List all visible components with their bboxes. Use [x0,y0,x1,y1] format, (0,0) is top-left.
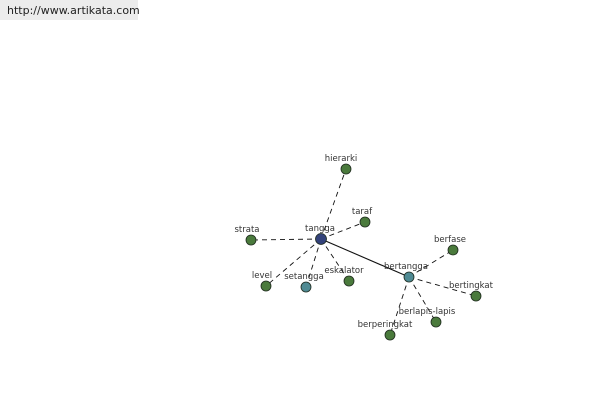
node-hierarki[interactable]: hierarki [325,154,357,175]
node-bertingkat[interactable]: bertingkat [449,281,494,302]
edges-layer [250,168,477,336]
node-circle-hierarki[interactable] [340,163,352,175]
node-berperingkat[interactable]: berperingkat [358,320,413,341]
node-berfase[interactable]: berfase [434,235,466,256]
node-strata[interactable]: strata [234,225,260,246]
node-label-setangga: setangga [284,272,324,282]
source-url-text: http://www.artikata.com [7,4,140,17]
edge-bertangga-bertingkat [408,276,477,297]
node-bertangga[interactable]: bertangga [384,262,428,283]
node-eskalator[interactable]: eskalator [324,266,364,287]
node-circle-strata[interactable] [245,234,257,246]
node-label-berfase: berfase [434,235,466,245]
source-url-bar: http://www.artikata.com [0,0,140,20]
node-circle-taraf[interactable] [359,216,371,228]
node-label-berlapis-lapis: berlapis-lapis [399,307,456,317]
node-circle-berlapis-lapis[interactable] [430,316,442,328]
node-label-berperingkat: berperingkat [358,320,413,330]
node-setangga[interactable]: setangga [284,272,324,293]
node-circle-eskalator[interactable] [343,275,355,287]
node-circle-bertingkat[interactable] [470,290,482,302]
node-berlapis-lapis[interactable]: berlapis-lapis [399,307,456,328]
edge-tangga-level [265,238,322,287]
node-circle-tangga[interactable] [315,233,327,245]
node-label-tangga: tangga [305,224,335,234]
edge-tangga-strata [250,238,322,241]
node-level[interactable]: level [252,271,272,292]
edge-bertangga-berperingkat [389,276,410,336]
node-label-taraf: taraf [352,207,373,217]
node-label-bertingkat: bertingkat [449,281,494,291]
node-circle-setangga[interactable] [300,281,312,293]
node-label-strata: strata [234,225,259,235]
node-circle-berfase[interactable] [447,244,459,256]
node-circle-bertangga[interactable] [403,271,415,283]
edge-tangga-bertangga [320,238,410,278]
node-taraf[interactable]: taraf [352,207,373,228]
node-label-level: level [252,271,272,281]
node-tangga[interactable]: tangga [305,224,335,245]
node-label-bertangga: bertangga [384,262,428,272]
edge-tangga-taraf [320,221,366,240]
edge-tangga-hierarki [320,168,347,240]
node-label-eskalator: eskalator [324,266,364,276]
node-label-hierarki: hierarki [325,154,357,164]
nodes-layer: tangga hierarki taraf strata level setanggaes… [234,154,494,341]
node-circle-berperingkat[interactable] [384,329,396,341]
node-circle-level[interactable] [260,280,272,292]
